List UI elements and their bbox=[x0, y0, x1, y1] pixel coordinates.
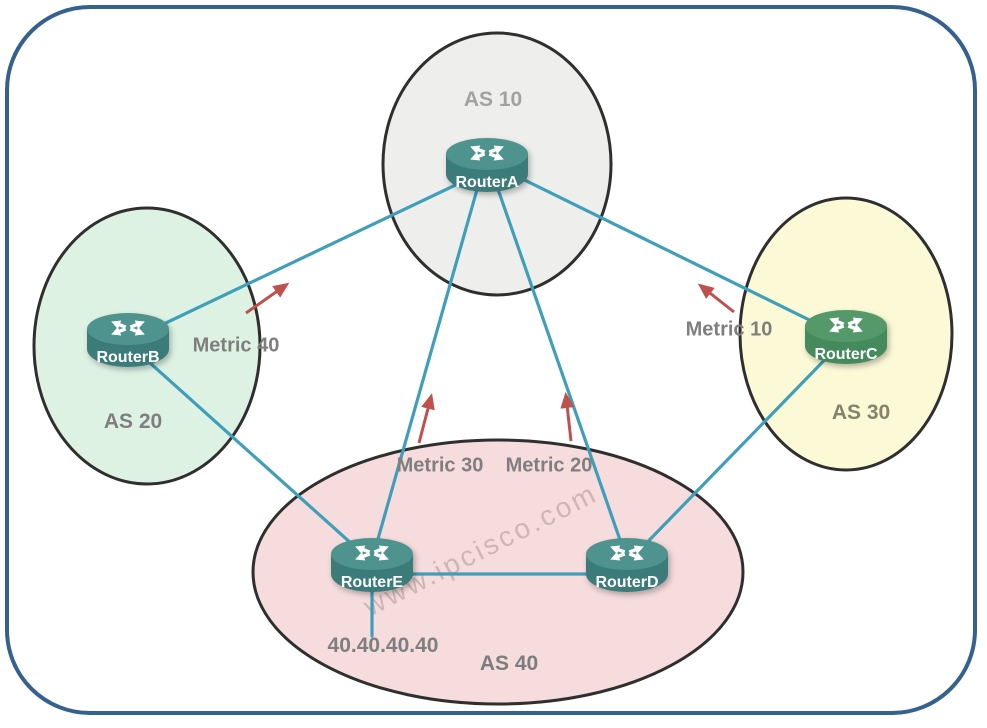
link-routerA-routerD bbox=[490, 170, 629, 562]
link-routerB-routerA bbox=[126, 168, 489, 343]
arrow-metric-30 bbox=[417, 393, 435, 444]
metric-arrows-group bbox=[245, 282, 735, 444]
as10-ellipse bbox=[381, 31, 613, 297]
link-routerC-routerD bbox=[626, 338, 846, 564]
link-routerA-routerE bbox=[370, 170, 484, 562]
arrow-metric-20 bbox=[560, 392, 575, 442]
link-routerA-routerC bbox=[494, 164, 848, 340]
diagram-frame bbox=[5, 5, 977, 715]
as30-ellipse bbox=[738, 196, 954, 472]
as20-ellipse bbox=[32, 206, 262, 486]
links-group bbox=[126, 164, 848, 638]
link-routerB-routerE bbox=[128, 343, 374, 564]
arrow-metric-40 bbox=[245, 282, 290, 315]
as40-ellipse bbox=[251, 438, 745, 706]
arrow-metric-10 bbox=[697, 283, 735, 314]
